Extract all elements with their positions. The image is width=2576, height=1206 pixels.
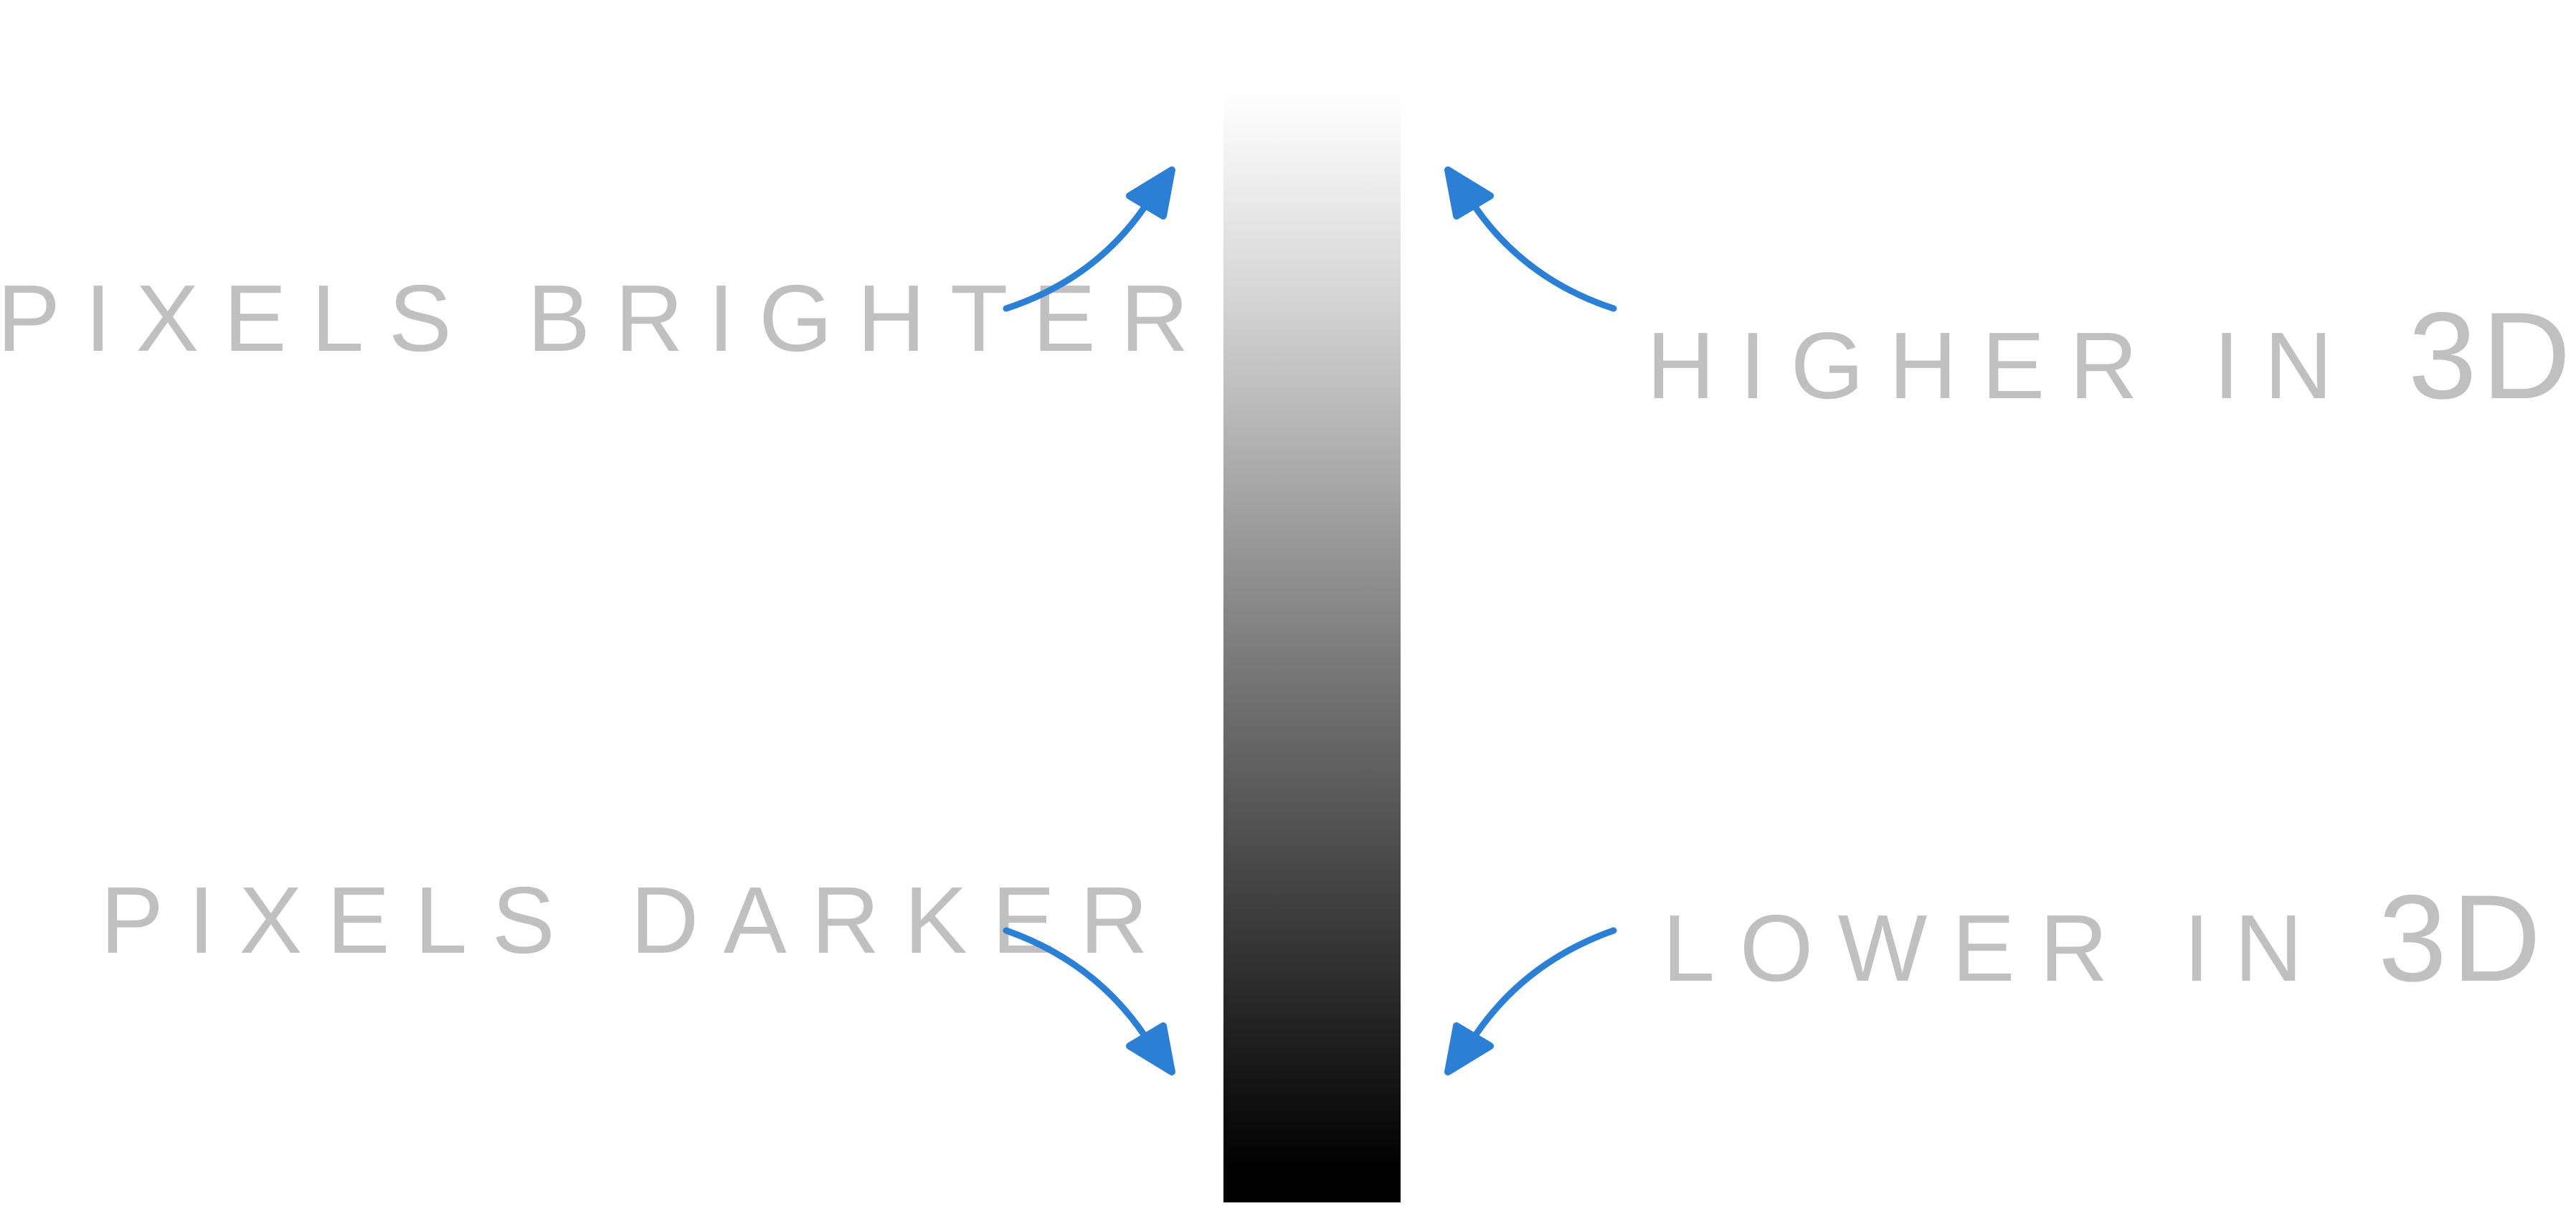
diagram-canvas: PIXELS BRIGHTER PIXELS DARKER HIGHER IN …	[0, 92, 2571, 1202]
label-higher-prefix: HIGHER IN	[1647, 313, 2408, 418]
label-lower-suffix: 3D	[2378, 870, 2546, 1007]
label-lower-in-3d: LOWER IN 3D	[1662, 877, 2546, 1000]
label-higher-in-3d: HIGHER IN 3D	[1647, 294, 2576, 418]
label-pixels-brighter: PIXELS BRIGHTER	[0, 265, 1213, 371]
arrows-layer	[1003, 166, 1617, 1075]
label-higher-suffix: 3D	[2407, 287, 2576, 425]
label-lower-prefix: LOWER IN	[1662, 895, 2379, 1001]
label-pixels-darker: PIXELS DARKER	[100, 867, 1173, 973]
arrow-darker-to-bottom	[1003, 927, 1175, 1075]
brightness-gradient-bar	[1223, 92, 1401, 1202]
arrow-lower-to-bottom	[1444, 927, 1617, 1075]
arrow-brighter-to-top	[1003, 166, 1175, 312]
arrow-higher-to-top	[1444, 166, 1617, 312]
